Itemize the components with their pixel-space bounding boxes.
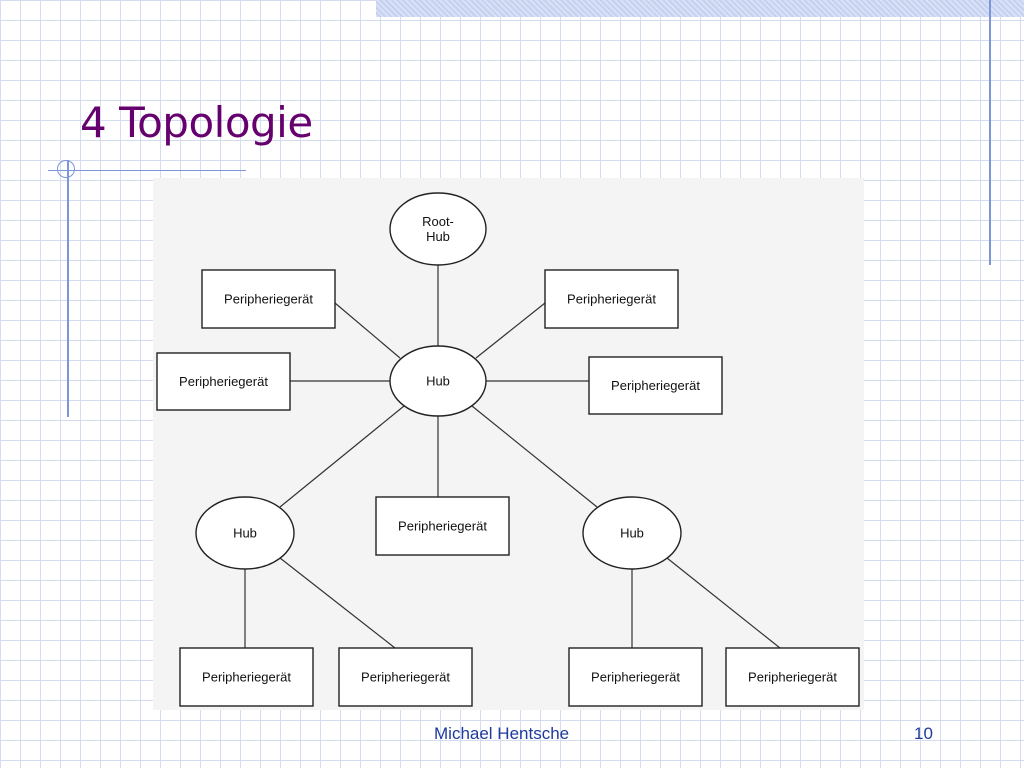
node-device-center-bottom: Peripheriegerät (375, 496, 510, 556)
hub-ellipse (195, 496, 295, 570)
hub-ellipse (389, 192, 487, 266)
node-device-bottom-4: Peripheriegerät (725, 647, 860, 707)
device-box (156, 352, 291, 411)
header-band (376, 0, 1024, 17)
title-underline (48, 170, 246, 171)
edge-hub-center-to-hub-right (471, 405, 598, 508)
node-label: Peripheriegerät (179, 374, 268, 389)
device-box (201, 269, 336, 329)
edge-hub-center-to-hub-left (279, 405, 405, 508)
node-device-bottom-1: Peripheriegerät (179, 647, 314, 707)
footer-author: Michael Hentsche (434, 724, 570, 743)
device-box (588, 356, 723, 415)
node-label: Peripheriegerät (361, 670, 450, 685)
node-label: Hub (620, 526, 644, 541)
node-label: Hub (233, 526, 257, 541)
node-hub-left: Hub (195, 496, 295, 570)
node-label: Hub (426, 374, 450, 389)
node-label: Peripheriegerät (611, 378, 700, 393)
device-box (375, 496, 510, 556)
device-box (544, 269, 679, 329)
edge-hub-center-to-device-top-left (334, 302, 401, 359)
node-label: Peripheriegerät (591, 670, 680, 685)
node-device-mid-left: Peripheriegerät (156, 352, 291, 411)
edges-layer (244, 265, 781, 649)
slide-title: 4 Topologie (80, 98, 313, 147)
node-device-top-right: Peripheriegerät (544, 269, 679, 329)
hub-ellipse (389, 345, 487, 417)
device-box (568, 647, 703, 707)
edge-hub-left-to-device-bottom-2 (279, 557, 396, 649)
node-hub-right: Hub (582, 496, 682, 570)
node-label: Peripheriegerät (224, 292, 313, 307)
edge-hub-right-to-device-bottom-4 (666, 557, 781, 649)
node-label: Peripheriegerät (748, 670, 837, 685)
device-box (338, 647, 473, 707)
right-accent-line (989, 0, 991, 265)
node-hub-center: Hub (389, 345, 487, 417)
page-number: 10 (914, 724, 933, 743)
node-device-bottom-2: Peripheriegerät (338, 647, 473, 707)
node-device-mid-right: Peripheriegerät (588, 356, 723, 415)
title-ornament-circle (57, 160, 75, 178)
node-root-hub: Root-Hub (389, 192, 487, 266)
node-device-top-left: Peripheriegerät (201, 269, 336, 329)
node-label: Peripheriegerät (567, 292, 656, 307)
node-label: Root-Hub (422, 214, 454, 244)
diagram-background (153, 178, 864, 710)
device-box (179, 647, 314, 707)
edge-hub-center-to-device-top-right (475, 302, 546, 359)
node-label: Peripheriegerät (398, 519, 487, 534)
left-accent-line (67, 160, 69, 417)
device-box (725, 647, 860, 707)
node-label: Peripheriegerät (202, 670, 291, 685)
hub-ellipse (582, 496, 682, 570)
node-device-bottom-3: Peripheriegerät (568, 647, 703, 707)
